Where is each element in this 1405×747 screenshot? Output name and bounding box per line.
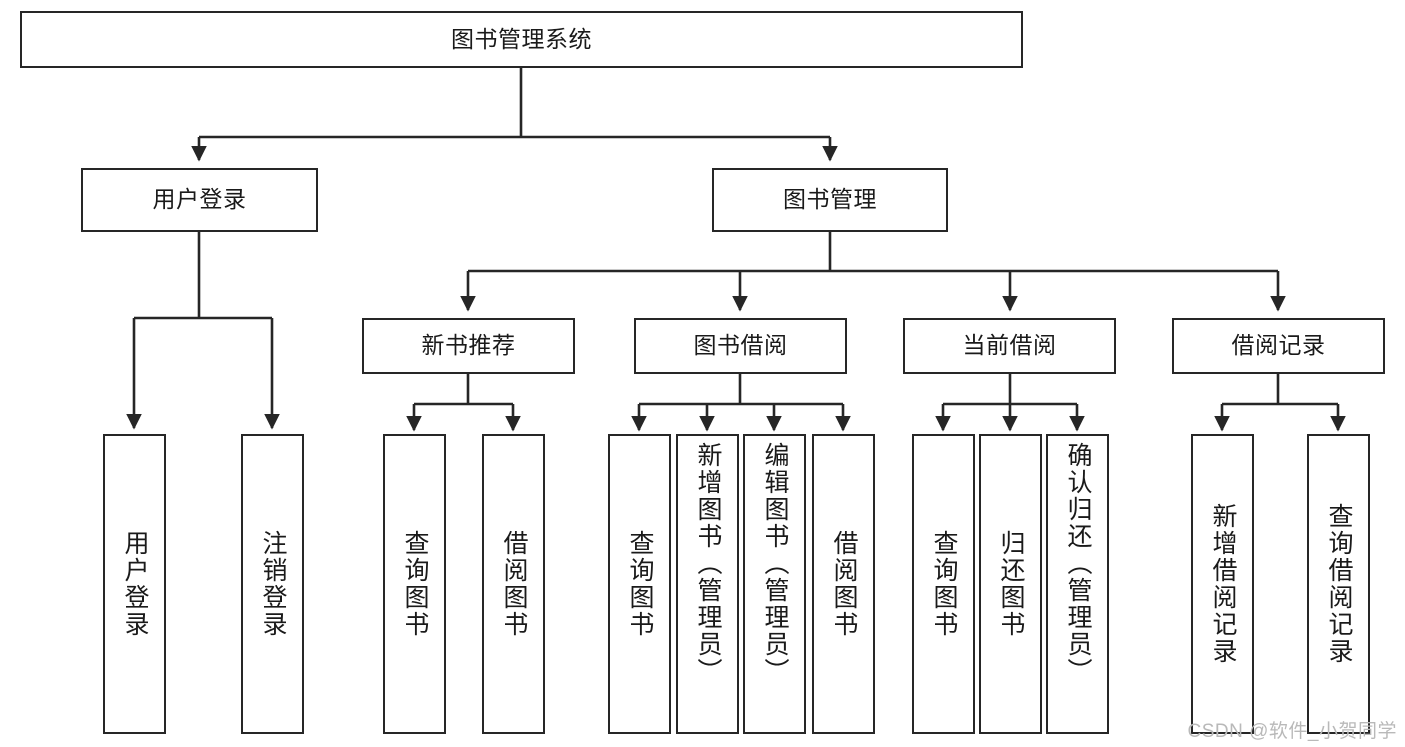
leaf-br-add-record[interactable]: 新增借阅记录	[1191, 434, 1254, 734]
leaf-cb-confirm-return-label: 确认归还（管理员）	[1064, 442, 1092, 685]
node-new-book-recommend[interactable]: 新书推荐	[362, 318, 575, 374]
node-root[interactable]: 图书管理系统	[20, 11, 1023, 68]
leaf-bb-query-book-label: 查询图书	[626, 530, 654, 638]
leaf-bb-add-book[interactable]: 新增图书（管理员）	[676, 434, 739, 734]
leaf-logout-label: 注销登录	[259, 530, 287, 638]
leaf-bb-edit-book-label: 编辑图书（管理员）	[761, 442, 789, 685]
node-borrow-record[interactable]: 借阅记录	[1172, 318, 1385, 374]
leaf-cb-query-book[interactable]: 查询图书	[912, 434, 975, 734]
leaf-bb-query-book[interactable]: 查询图书	[608, 434, 671, 734]
node-current-borrow[interactable]: 当前借阅	[903, 318, 1116, 374]
node-new-book-recommend-label: 新书推荐	[421, 332, 516, 359]
leaf-nb-query-book-label: 查询图书	[401, 530, 429, 638]
node-book-borrow[interactable]: 图书借阅	[634, 318, 847, 374]
leaf-nb-borrow-book-label: 借阅图书	[500, 530, 528, 638]
node-user-login[interactable]: 用户登录	[81, 168, 318, 232]
leaf-bb-add-book-label: 新增图书（管理员）	[694, 442, 722, 685]
leaf-bb-edit-book[interactable]: 编辑图书（管理员）	[743, 434, 806, 734]
node-borrow-record-label: 借阅记录	[1231, 332, 1326, 359]
leaf-br-add-record-label: 新增借阅记录	[1209, 503, 1237, 665]
watermark: CSDN @软件_小贺同学	[1187, 721, 1397, 742]
leaf-cb-query-book-label: 查询图书	[930, 530, 958, 638]
leaf-br-query-record[interactable]: 查询借阅记录	[1307, 434, 1370, 734]
node-user-login-label: 用户登录	[152, 186, 247, 213]
leaf-nb-query-book[interactable]: 查询图书	[383, 434, 446, 734]
leaf-user-login-label: 用户登录	[121, 530, 149, 638]
leaf-cb-return-book-label: 归还图书	[997, 530, 1025, 638]
leaf-cb-confirm-return[interactable]: 确认归还（管理员）	[1046, 434, 1109, 734]
leaf-bb-borrow-book[interactable]: 借阅图书	[812, 434, 875, 734]
leaf-br-query-record-label: 查询借阅记录	[1325, 503, 1353, 665]
node-book-borrow-label: 图书借阅	[693, 332, 788, 359]
leaf-cb-return-book[interactable]: 归还图书	[979, 434, 1042, 734]
leaf-user-login[interactable]: 用户登录	[103, 434, 166, 734]
node-current-borrow-label: 当前借阅	[962, 332, 1057, 359]
leaf-bb-borrow-book-label: 借阅图书	[830, 530, 858, 638]
leaf-nb-borrow-book[interactable]: 借阅图书	[482, 434, 545, 734]
node-book-manage-label: 图书管理	[783, 186, 877, 213]
node-book-manage[interactable]: 图书管理	[712, 168, 948, 232]
node-root-label: 图书管理系统	[451, 25, 592, 52]
leaf-logout[interactable]: 注销登录	[241, 434, 304, 734]
